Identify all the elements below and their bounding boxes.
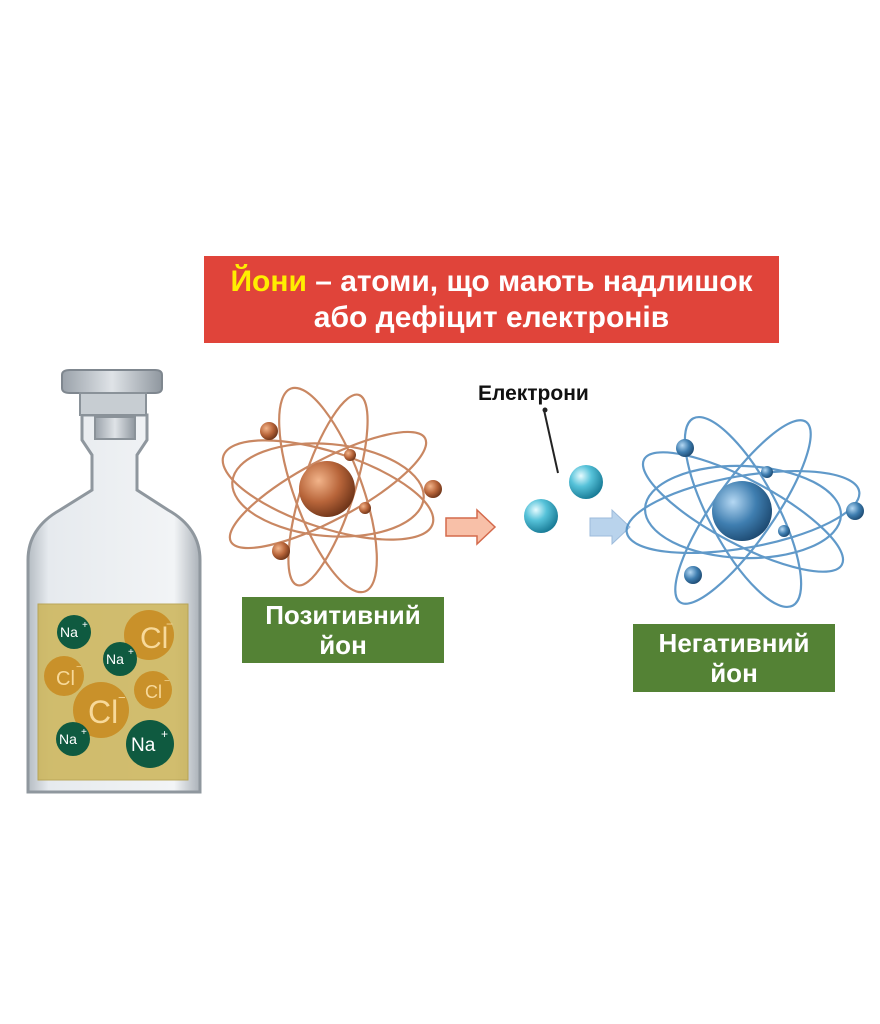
orbit — [228, 430, 428, 550]
positive-electron — [359, 502, 371, 514]
negative-ion-label: Негативний йон — [633, 624, 835, 692]
positive-electron — [272, 542, 290, 560]
bottle-neck-stopper — [94, 416, 136, 440]
right-arrow-icon — [445, 508, 497, 546]
positive-electron — [344, 449, 356, 461]
na-ion-label: Na — [60, 624, 78, 640]
cl-ion-charge: − — [76, 662, 82, 673]
electrons-caption: Електрони — [478, 382, 589, 405]
orbit — [641, 451, 845, 573]
na-ion-label: Na — [131, 735, 156, 756]
free-electrons — [524, 407, 603, 533]
cl-ion-label: Cl — [140, 622, 168, 655]
positive-ion-line-2: йон — [319, 630, 367, 660]
title-line-1: Йони – атоми, що мають надлишок — [204, 264, 779, 300]
orbit — [683, 415, 803, 609]
negative-electron — [761, 466, 773, 478]
bottle-cap-stem — [79, 392, 147, 416]
title-line-1-rest: – атоми, що мають надлишок — [306, 264, 753, 298]
positive-nucleus — [299, 461, 355, 517]
electron — [524, 499, 558, 533]
cl-ion-charge: − — [118, 690, 126, 705]
orbit — [278, 386, 378, 594]
na-ion-charge: + — [128, 647, 134, 658]
positive-electron — [424, 480, 442, 498]
negative-ion-line-1: Негативний — [658, 628, 810, 658]
na-ion: Na + — [57, 615, 91, 649]
bottle-ions: Cl − Cl − Cl − Cl − Na + Na + — [44, 610, 174, 768]
negative-atom — [625, 415, 864, 609]
na-ion: Na + — [126, 720, 174, 768]
cl-ion: Cl − — [73, 682, 129, 738]
negative-electron — [676, 439, 694, 457]
orbit — [231, 442, 425, 538]
positive-ion-line-1: Позитивний — [265, 600, 421, 630]
orbit — [643, 464, 843, 560]
cl-ion-label: Cl — [56, 668, 75, 690]
orbit — [221, 439, 435, 541]
negative-electron — [846, 502, 864, 520]
negative-electron — [778, 525, 790, 537]
electrons-pointer-dot — [542, 407, 548, 413]
na-ion: Na + — [103, 642, 137, 676]
cl-ion: Cl − — [134, 671, 172, 709]
right-arrow-icon — [589, 508, 631, 546]
negative-electron — [684, 566, 702, 584]
na-ion-label: Na — [106, 651, 124, 667]
cl-ion-label: Cl — [88, 694, 118, 730]
title-banner: Йони – атоми, що мають надлишок або дефі… — [204, 256, 779, 343]
cl-ion: Cl − — [44, 656, 84, 696]
electron — [569, 465, 603, 499]
na-ion-label: Na — [59, 731, 77, 747]
cl-ion-charge: − — [166, 617, 173, 631]
na-ion-charge: + — [82, 620, 88, 631]
cl-ion-label: Cl — [145, 682, 162, 702]
title-line-2: або дефіцит електронів — [313, 300, 670, 334]
electrons-pointer-line — [543, 409, 559, 474]
positive-electron — [260, 422, 278, 440]
orbit — [625, 469, 861, 555]
bottle-cap — [61, 369, 163, 394]
na-ion-charge: + — [161, 727, 168, 741]
title-term: Йони — [230, 264, 307, 298]
positive-ion-label: Позитивний йон — [242, 597, 444, 663]
positive-atom — [221, 386, 442, 594]
na-ion: Na + — [56, 722, 90, 756]
negative-ion-line-2: йон — [710, 658, 758, 688]
na-ion-charge: + — [81, 727, 87, 738]
cl-ion: Cl − — [124, 610, 174, 660]
cl-ion-charge: − — [164, 676, 170, 687]
negative-nucleus — [712, 481, 772, 541]
